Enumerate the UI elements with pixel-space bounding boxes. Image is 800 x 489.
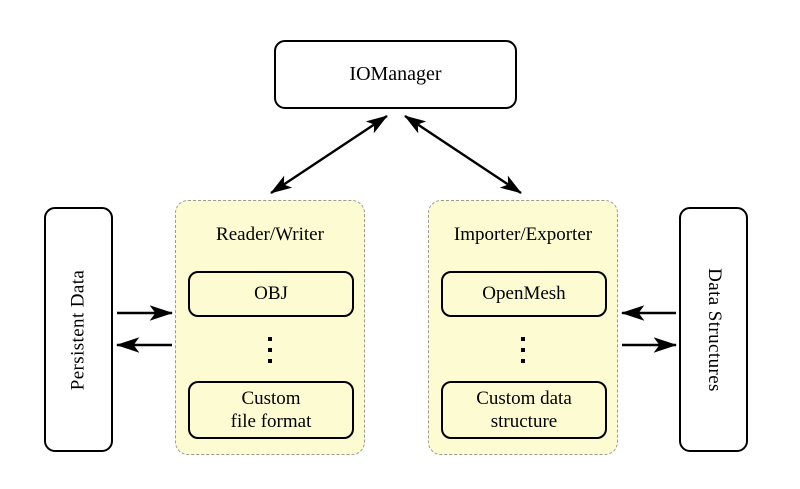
importer-exporter-item-custom-data-structure: Custom data structure [441,381,607,439]
importer-exporter-item-openmesh-label: OpenMesh [482,283,566,305]
importer-exporter-ellipsis-icon [521,337,525,363]
reader-writer-item-custom-file-format-label: Custom file format [230,387,312,432]
reader-writer-ellipsis-icon [268,337,272,363]
importer-exporter-item-openmesh: OpenMesh [441,271,607,317]
iomanager-label: IOManager [349,63,442,85]
connector-manager-importer-exporter [404,115,522,194]
reader-writer-title: Reader/Writer [216,224,324,245]
reader-writer-group: Reader/Writer OBJ Custom file format [175,200,365,455]
reader-writer-item-obj: OBJ [188,271,354,317]
connector-manager-reader-writer [270,115,388,194]
data-structures-label: Data Structures [703,267,725,392]
data-structures-box: Data Structures [679,207,748,452]
reader-writer-item-obj-label: OBJ [254,283,288,305]
iomanager-box: IOManager [274,40,517,109]
persistent-data-label: Persistent Data [67,269,89,390]
persistent-data-box: Persistent Data [44,207,113,452]
importer-exporter-group: Importer/Exporter OpenMesh Custom data s… [428,200,618,455]
reader-writer-item-custom-file-format: Custom file format [188,381,354,439]
importer-exporter-item-custom-data-structure-label: Custom data structure [476,387,572,432]
importer-exporter-title: Importer/Exporter [453,224,593,245]
